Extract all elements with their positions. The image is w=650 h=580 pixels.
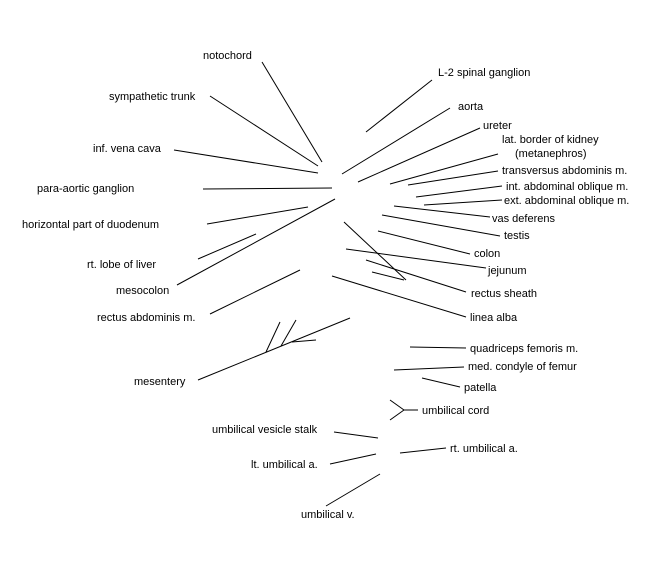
leader-med-condyle-femur: [393, 366, 465, 371]
label-transversus-abdominis: transversus abdominis m.: [502, 165, 627, 177]
leader-testis: [381, 214, 501, 237]
leader-ureter: [357, 127, 481, 183]
leader-ext-abdominal-oblique: [423, 199, 503, 206]
leader-linea-alba: [331, 275, 467, 318]
leader-rt-lobe-liver: [197, 233, 257, 260]
label-vas-deferens: vas deferens: [492, 213, 555, 225]
leader-mesentery: [197, 317, 351, 381]
leader-aorta: [341, 107, 451, 175]
label-sympathetic-trunk: sympathetic trunk: [109, 91, 196, 103]
leader-lat-border-kidney: [389, 153, 499, 185]
left-labels: notochord sympathetic trunk inf. vena ca…: [22, 50, 355, 521]
label-lat-border-kidney: lat. border of kidney: [502, 134, 599, 146]
leader-umbilical-v: [325, 473, 381, 507]
label-aorta: aorta: [458, 101, 484, 113]
leader-horizontal-duodenum: [206, 206, 309, 225]
label-lt-umbilical-a: lt. umbilical a.: [251, 459, 318, 471]
label-rt-lobe-liver: rt. lobe of liver: [87, 259, 156, 271]
label-jejunum: jejunum: [487, 265, 527, 277]
leader-inf-vena-cava: [173, 149, 319, 174]
leader-patella: [421, 377, 461, 388]
label-quadriceps-femoris: quadriceps femoris m.: [470, 343, 578, 355]
label-patella: patella: [464, 382, 497, 394]
leader-rectus-abdominis: [209, 269, 301, 315]
leader-vas-deferens: [393, 205, 491, 218]
right-labels: L-2 spinal ganglion aorta ureter lat. bo…: [422, 67, 629, 455]
label-rectus-abdominis: rectus abdominis m.: [97, 312, 195, 324]
label-rectus-sheath: rectus sheath: [471, 288, 537, 300]
label-mesocolon: mesocolon: [116, 285, 169, 297]
leader-transversus-abdominis: [407, 170, 499, 186]
leader-mesocolon: [176, 198, 336, 286]
label-para-aortic-ganglion: para-aortic ganglion: [37, 183, 134, 195]
label-l2-spinal-ganglion: L-2 spinal ganglion: [438, 67, 530, 79]
leader-para-aortic-ganglion: [202, 187, 333, 190]
leader-notochord: [261, 61, 323, 163]
leader-lt-umbilical-a: [329, 453, 377, 465]
leader-jejunum-2: [343, 221, 407, 281]
label-int-abdominal-oblique: int. abdominal oblique m.: [506, 181, 628, 193]
label-ureter: ureter: [483, 120, 512, 132]
leader-umbilical-vesicle-stalk: [333, 431, 379, 439]
label-notochord: notochord: [203, 50, 252, 62]
leader-rectus-sheath-2: [371, 271, 405, 281]
label-umbilical-vesicle-stalk: umbilical vesicle stalk: [212, 424, 318, 436]
leader-int-abdominal-oblique: [415, 185, 503, 198]
label-horizontal-duodenum: horizontal part of duodenum: [22, 219, 159, 231]
leader-umbilical-cord: [389, 399, 418, 421]
leader-rectus-sheath: [365, 259, 467, 293]
label-inf-vena-cava: inf. vena cava: [93, 143, 162, 155]
label-colon: colon: [474, 248, 500, 260]
leader-rt-umbilical-a: [399, 447, 447, 454]
leader-lines: [173, 61, 503, 507]
label-rt-umbilical-a: rt. umbilical a.: [450, 443, 518, 455]
label-umbilical-v: umbilical v.: [301, 509, 355, 521]
label-umbilical-cord: umbilical cord: [422, 405, 489, 417]
leader-quadriceps-femoris: [409, 346, 467, 349]
label-med-condyle-femur: med. condyle of femur: [468, 361, 577, 373]
label-linea-alba: linea alba: [470, 312, 518, 324]
leader-jejunum: [345, 248, 487, 269]
leader-l2-spinal-ganglion: [365, 79, 433, 133]
leader-sympathetic-trunk: [209, 95, 319, 167]
label-mesentery: mesentery: [134, 376, 186, 388]
leader-colon: [377, 230, 471, 255]
label-testis: testis: [504, 230, 530, 242]
label-ext-abdominal-oblique: ext. abdominal oblique m.: [504, 195, 629, 207]
label-metanephros: (metanephros): [515, 148, 587, 160]
